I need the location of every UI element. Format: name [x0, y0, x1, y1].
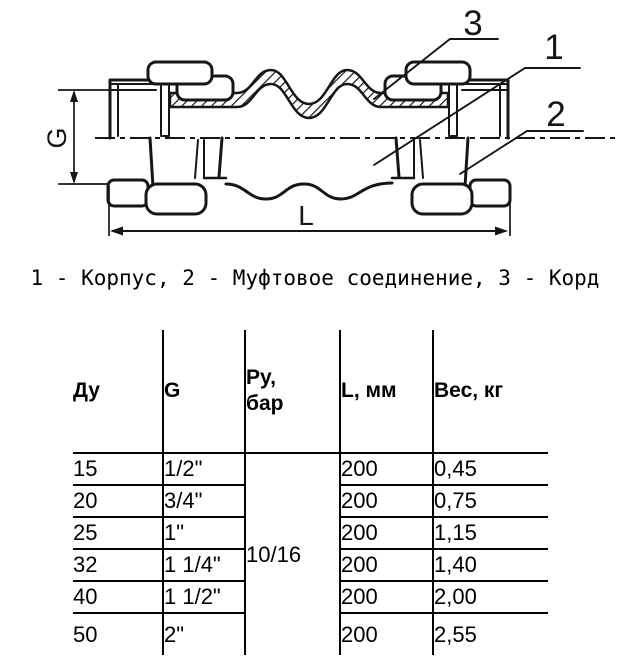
- header-py: Ру, бар: [245, 330, 341, 454]
- rubber-outer-wave: [224, 181, 394, 201]
- cell-l: 200: [340, 517, 434, 550]
- cell-ves: 1,40: [433, 549, 548, 582]
- table-row: 25 1" 200 1,15: [73, 517, 548, 550]
- cell-du: 25: [73, 517, 164, 550]
- cell-g: 1/2": [163, 453, 246, 486]
- cell-l: 200: [340, 613, 434, 655]
- callout-3-label: 3: [463, 4, 482, 43]
- cell-l: 200: [340, 549, 434, 582]
- cell-ves: 2,00: [433, 581, 548, 614]
- cell-g: 1 1/2": [163, 581, 246, 614]
- callout-1-label: 1: [544, 28, 563, 67]
- dim-l-label: L: [298, 200, 314, 231]
- spec-table: Ду G Ру, бар L, мм Вес, кг 15 1/2" 10/16 …: [73, 330, 548, 655]
- table-row: 32 1 1/4" 200 1,40: [73, 549, 548, 582]
- header-ves: Вес, кг: [433, 330, 548, 454]
- cell-g: 2": [163, 613, 246, 655]
- cell-g: 1": [163, 517, 246, 550]
- cell-ves: 0,75: [433, 485, 548, 518]
- cell-py-merged: 10/16: [245, 453, 341, 655]
- cell-g: 3/4": [163, 485, 246, 518]
- cell-ves: 0,45: [433, 453, 548, 486]
- dimension-g: [58, 89, 112, 185]
- table-row: 50 2" 200 2,55: [73, 613, 548, 655]
- cell-l: 200: [340, 485, 434, 518]
- cell-du: 20: [73, 485, 164, 518]
- header-g: G: [163, 330, 246, 454]
- callout-leaders: [373, 38, 584, 175]
- cell-du: 15: [73, 453, 164, 486]
- header-l: L, мм: [340, 330, 434, 454]
- table-row: 15 1/2" 10/16 200 0,45: [73, 453, 548, 655]
- header-du: Ду: [73, 330, 164, 454]
- cell-du: 50: [73, 613, 164, 655]
- cell-ves: 1,15: [433, 517, 548, 550]
- cell-du: 40: [73, 581, 164, 614]
- fitting-left: [106, 60, 235, 216]
- cell-g: 1 1/4": [163, 549, 246, 582]
- parts-legend: 1 - Корпус, 2 - Муфтовое соединение, 3 -…: [30, 266, 600, 290]
- callout-2-label: 2: [546, 95, 565, 134]
- table-header-row: Ду G Ру, бар L, мм Вес, кг: [73, 330, 548, 454]
- technical-drawing: G L 3 1 2: [42, 4, 618, 236]
- header-py-line2: бар: [246, 392, 284, 415]
- dimension-l: [108, 186, 511, 236]
- cell-l: 200: [340, 453, 434, 486]
- table-row: 40 1 1/2" 200 2,00: [73, 581, 548, 614]
- header-py-line1: Ру,: [246, 366, 276, 389]
- table-row: 20 3/4" 200 0,75: [73, 485, 548, 518]
- cell-l: 200: [340, 581, 434, 614]
- dim-g-label: G: [42, 127, 72, 148]
- cell-ves: 2,55: [433, 613, 548, 655]
- cell-du: 32: [73, 549, 164, 582]
